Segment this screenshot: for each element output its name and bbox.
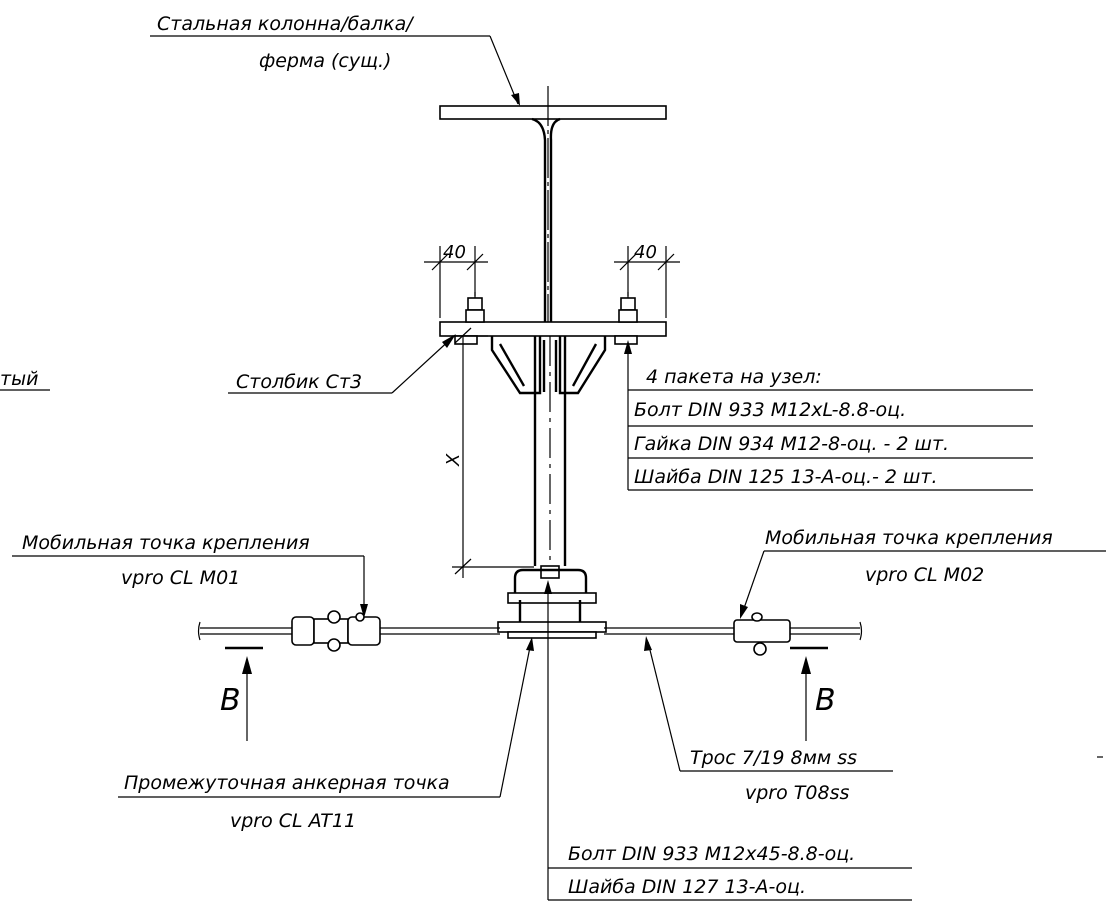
steel-i-beam	[439, 86, 667, 322]
anchor-bracket	[497, 568, 607, 639]
label-steel-member-line1: Стальная колонна/балка/	[157, 13, 415, 35]
label-bottom-bolt-row-2: Шайба DIN 127 13-А-оц.	[568, 876, 806, 898]
label-bottom-bolt-row-1: Болт DIN 933 M12x45-8.8-оц.	[568, 843, 855, 865]
base-plate	[439, 321, 667, 395]
label-steel-member-line2: ферма (сущ.)	[259, 50, 391, 72]
dimension-label-left: 40	[443, 242, 466, 263]
section-label-right: В	[815, 683, 836, 718]
label-bolt-package-row-2: Гайка DIN 934 M12-8-оц. - 2 шт.	[634, 433, 949, 455]
section-mark-right	[790, 646, 828, 741]
leader-cable	[644, 636, 893, 772]
label-bolt-package-row-3: Шайба DIN 125 13-А-оц.- 2 шт.	[634, 466, 938, 488]
leader-mobile-point-left	[12, 555, 368, 618]
leader-bolt-package	[624, 340, 1033, 491]
dimension-40-right: 40	[614, 242, 680, 318]
base-bolt-left	[465, 292, 485, 323]
leader-post	[228, 334, 456, 394]
label-intermediate-anchor-line1: Промежуточная анкерная точка	[124, 772, 450, 794]
label-intermediate-anchor-line2: vpro CL AT11	[230, 810, 356, 832]
leader-bottom-bolt	[544, 580, 912, 901]
dimension-label-x: X	[443, 453, 464, 467]
label-bolt-package-row-1: Болт DIN 933 M12xL-8.8-оц.	[634, 399, 906, 421]
leader-steel-member	[150, 35, 520, 106]
label-mobile-point-right-line1: Мобильная точка крепления	[765, 527, 1053, 549]
dimension-label-right: 40	[634, 242, 657, 263]
label-cut-left: тый	[0, 368, 38, 390]
mobile-point-left-device	[291, 610, 381, 652]
mobile-point-right-device	[733, 612, 791, 656]
section-mark-left	[225, 646, 263, 741]
label-post: Столбик Ст3	[236, 371, 362, 393]
label-cable-line1: Трос 7/19 8мм ss	[690, 747, 857, 769]
leader-mobile-point-right	[740, 550, 1106, 619]
leader-intermediate-anchor	[118, 637, 534, 798]
label-cable-line2: vpro T08ss	[745, 782, 849, 804]
section-label-left: В	[220, 683, 241, 718]
label-bolt-package-title: 4 пакета на узел:	[646, 366, 822, 388]
label-mobile-point-right-line2: vpro CL M02	[865, 564, 984, 586]
label-mobile-point-left-line2: vpro CL M01	[121, 567, 240, 589]
label-mobile-point-left-line1: Мобильная точка крепления	[22, 532, 310, 554]
dimension-x: X	[443, 327, 534, 578]
base-bolt-right	[618, 292, 638, 323]
dimension-40-left: 40	[424, 242, 488, 318]
